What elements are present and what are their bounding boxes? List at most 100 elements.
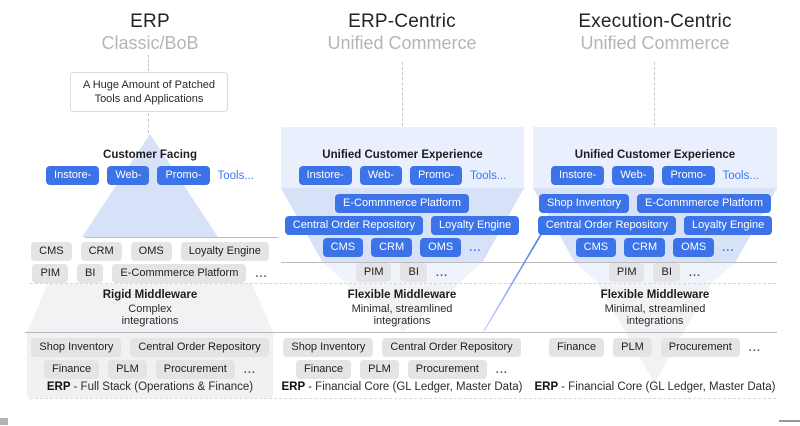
middleware-line2-col2: integrations [373, 315, 431, 327]
chip-oms: OMS [673, 238, 715, 257]
chip-cms: CMS [575, 238, 617, 257]
unified-customer-experience-label-col2: Unified Customer Experience [322, 149, 483, 161]
chip-plm: PLM [360, 360, 399, 379]
tools-chip-row1-col1: CMS CRM OMS Loyalty Engine [20, 242, 280, 261]
exec-chip-row3-col2: CMS CRM OMS ... [278, 238, 526, 257]
ellipsis: ... [243, 363, 256, 376]
chip-ecommerce-platform: E-Commmerce Platform [112, 264, 247, 283]
customer-chip-row-col3: Instore- Web- Promo- Tools... [533, 166, 777, 185]
chip-promo: Promo- [409, 166, 462, 185]
connector-dash-col3 [654, 62, 655, 126]
tools-label: Tools... [470, 169, 507, 182]
erp-summary-col3: ERP- Financial Core (GL Ledger, Master D… [530, 381, 780, 393]
chip-procurement: Procurement [660, 338, 740, 357]
chip-central-order-repository: Central Order Repository [382, 338, 521, 357]
chip-cms: CMS [31, 242, 72, 261]
connector-dash-col1-bottom [148, 113, 149, 133]
exec-chip-row2-col2: Central Order Repository Loyalty Engine [278, 216, 526, 235]
chip-finance: Finance [296, 360, 352, 379]
middleware-trapezoid-col1 [27, 284, 273, 332]
chip-promo: Promo- [662, 166, 715, 185]
customer-chip-row-col1: Instore- Web- Promo- Tools... [20, 166, 280, 185]
erp-chip-row2-col1: Finance PLM Procurement ... [27, 360, 273, 379]
erp-chip-row1-col2: Shop Inventory Central Order Repository [278, 338, 526, 357]
chip-pim: PIM [608, 263, 645, 282]
tools-chip-row2-col1: PIM BI E-Commmerce Platform ... [20, 264, 280, 283]
erp-description: - Financial Core (GL Ledger, Master Data… [561, 381, 776, 393]
exec-chip-row1-col2: E-Commmerce Platform [278, 194, 526, 213]
erp-chip-row2-col2: Finance PLM Procurement ... [278, 360, 526, 379]
column-subtitle: Classic/BoB [101, 33, 199, 53]
erp-chip-row1-col1: Shop Inventory Central Order Repository [27, 338, 273, 357]
note-line: Tools and Applications [94, 93, 204, 105]
column-header-erp-classic: ERP Classic/BoB [20, 10, 280, 54]
tools-label: Tools... [722, 169, 759, 182]
chip-loyalty-engine: Loyalty Engine [684, 216, 773, 235]
chip-loyalty-engine: Loyalty Engine [180, 242, 269, 261]
chip-bi: BI [653, 263, 680, 282]
chip-promo: Promo- [157, 166, 210, 185]
connector-dash-col1-top [148, 55, 149, 71]
chip-loyalty-engine: Loyalty Engine [431, 216, 520, 235]
customer-facing-label: Customer Facing [103, 149, 197, 161]
ellipsis: ... [748, 341, 761, 354]
chip-central-order-repository: Central Order Repository [130, 338, 269, 357]
chip-procurement: Procurement [407, 360, 487, 379]
column-title: ERP-Centric [348, 11, 456, 32]
corner-mark-left [0, 418, 8, 425]
column-subtitle: Unified Commerce [327, 33, 477, 53]
chip-crm: CRM [371, 238, 413, 257]
chip-finance: Finance [44, 360, 100, 379]
erp-label: ERP [281, 381, 306, 393]
middleware-line1-col1: Complex [128, 303, 172, 315]
chip-instore: Instore- [298, 166, 352, 185]
connector-dash-col2 [402, 62, 403, 126]
tools-chip-row-col3: PIM BI ... [530, 263, 780, 282]
middleware-title-col3: Flexible Middleware [600, 289, 710, 301]
chip-oms: OMS [130, 242, 172, 261]
erp-description: - Financial Core (GL Ledger, Master Data… [308, 381, 523, 393]
chip-procurement: Procurement [155, 360, 235, 379]
chip-bi: BI [77, 264, 104, 283]
middleware-line2-col3: integrations [626, 315, 684, 327]
customer-chip-row-col2: Instore- Web- Promo- Tools... [281, 166, 524, 185]
chip-web: Web- [107, 166, 150, 185]
column-header-execution-centric: Execution-Centric Unified Commerce [528, 10, 782, 54]
chip-bi: BI [400, 263, 427, 282]
ellipsis: ... [495, 363, 508, 376]
chip-oms: OMS [420, 238, 462, 257]
erp-top-line [25, 332, 777, 333]
exec-chip-row3-col3: CMS CRM OMS ... [530, 238, 780, 257]
chip-central-order-repository: Central Order Repository [537, 216, 677, 235]
tools-label: Tools... [217, 169, 254, 182]
corner-mark-right [779, 420, 800, 422]
integration-line-col1 [85, 237, 278, 238]
chip-central-order-repository: Central Order Repository [284, 216, 424, 235]
middleware-title-col2: Flexible Middleware [347, 289, 457, 301]
column-subtitle: Unified Commerce [580, 33, 730, 53]
erp-label: ERP [534, 381, 559, 393]
chip-pim: PIM [32, 264, 68, 283]
chip-finance: Finance [549, 338, 605, 357]
erp-summary-col2: ERP- Financial Core (GL Ledger, Master D… [278, 381, 526, 393]
column-header-erp-centric: ERP-Centric Unified Commerce [278, 10, 526, 54]
chip-ecommerce-platform: E-Commmerce Platform [335, 194, 469, 213]
chip-plm: PLM [108, 360, 147, 379]
chip-cms: CMS [322, 238, 364, 257]
ellipsis: ... [255, 267, 268, 280]
chip-ecommerce-platform: E-Commmerce Platform [637, 194, 771, 213]
note-line: A Huge Amount of Patched [82, 79, 216, 91]
erp-label: ERP [46, 381, 71, 393]
patched-tools-note-box: A Huge Amount of Patched Tools and Appli… [70, 72, 228, 112]
exec-chip-row2-col3: Central Order Repository Loyalty Engine [530, 216, 780, 235]
ellipsis: ... [688, 266, 702, 279]
chip-web: Web- [359, 166, 402, 185]
bottom-dashed-line [30, 398, 776, 399]
chip-shop-inventory: Shop Inventory [283, 338, 374, 357]
chip-pim: PIM [355, 263, 392, 282]
column-title: ERP [130, 11, 170, 32]
middleware-line1-col3: Minimal, streamlined [604, 303, 706, 315]
tools-chip-row-col2: PIM BI ... [278, 263, 526, 282]
column-title: Execution-Centric [578, 11, 732, 32]
